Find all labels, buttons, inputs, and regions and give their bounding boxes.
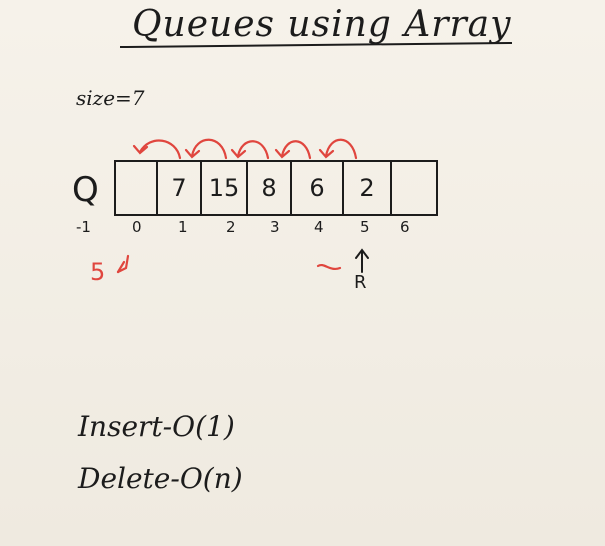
rear-pointer-arrow-head xyxy=(355,248,369,259)
shift-arrow xyxy=(324,138,358,160)
front-pointer-label: 5 xyxy=(90,258,106,286)
index-label: 3 xyxy=(270,218,280,236)
queue-label: Q xyxy=(72,170,99,210)
page-title: Queues using Array xyxy=(132,4,512,45)
array-cell: 2 xyxy=(344,162,392,214)
array-cell: 6 xyxy=(292,162,344,214)
shift-arrow xyxy=(280,140,312,160)
rear-squiggle xyxy=(316,264,342,270)
shift-arrow-head xyxy=(184,148,201,159)
rear-pointer-label: R xyxy=(354,272,367,293)
shift-arrow xyxy=(190,138,228,160)
shift-arrow-head xyxy=(318,148,335,159)
array-cell: 15 xyxy=(202,162,248,214)
insert-complexity: Insert-O(1) xyxy=(78,410,235,443)
array-cell: 8 xyxy=(248,162,292,214)
index-label: 4 xyxy=(314,218,324,236)
shift-arrow-head xyxy=(230,148,247,159)
array-cell xyxy=(116,162,158,214)
shift-arrow xyxy=(236,140,270,160)
delete-complexity: Delete-O(n) xyxy=(78,462,243,495)
front-tick xyxy=(116,254,130,274)
index-label: 0 xyxy=(132,218,142,236)
shift-arrow-head xyxy=(132,144,149,155)
index-label: 6 xyxy=(400,218,410,236)
shift-arrow-head xyxy=(274,148,291,159)
index-label: -1 xyxy=(76,218,91,236)
index-label: 5 xyxy=(360,218,370,236)
array-cell: 7 xyxy=(158,162,202,214)
index-label: 2 xyxy=(226,218,236,236)
size-label: size=7 xyxy=(76,86,145,110)
shift-arrow xyxy=(138,139,182,160)
queue-array: 7 15 8 6 2 xyxy=(114,160,438,216)
index-label: 1 xyxy=(178,218,188,236)
